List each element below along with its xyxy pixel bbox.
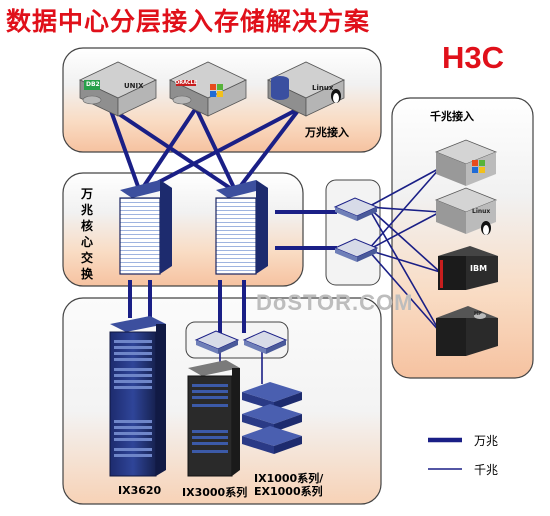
ten-gig-links-storage xyxy=(128,280,246,333)
server-top-3-os: Linux xyxy=(312,84,334,92)
storage-ix3000-label: IX3000系列 xyxy=(182,486,248,499)
zone-gigabit-label: 千兆接入 xyxy=(430,110,474,123)
server-top-2-badge: ORACLE xyxy=(175,80,198,86)
server-right-4-os: HP xyxy=(474,311,482,317)
storage-ix1000 xyxy=(242,382,302,454)
core-switch-2 xyxy=(215,180,268,275)
watermark: DoSTOR.COM xyxy=(256,290,414,315)
server-right-1 xyxy=(434,139,498,186)
storage-ix1000-label: IX1000系列/ EX1000系列 xyxy=(254,472,324,498)
server-top-2 xyxy=(169,61,247,117)
server-top-1 xyxy=(79,61,157,117)
zone-access-switches xyxy=(325,179,381,286)
server-top-3 xyxy=(267,61,345,117)
server-right-3 xyxy=(438,246,498,290)
mid-switch-1 xyxy=(194,330,240,354)
ten-gig-links-top xyxy=(108,106,302,194)
access-switch-2 xyxy=(333,238,379,262)
storage-ix3620 xyxy=(109,316,166,477)
gig-links-right xyxy=(367,167,441,333)
server-top-1-badge: DB2 xyxy=(86,81,100,88)
ten-gig-links-core-switch xyxy=(275,210,337,250)
legend-gig-label: 千兆 xyxy=(474,463,499,477)
zone-top-label: 万兆接入 xyxy=(305,126,349,139)
storage-ix3620-label: IX3620 xyxy=(118,484,162,497)
server-right-4 xyxy=(436,306,498,356)
legend-ten-gig-label: 万兆 xyxy=(474,434,499,448)
storage-ix3000 xyxy=(187,360,240,477)
diagram-title: 数据中心分层接入存储解决方案 xyxy=(6,7,371,36)
server-top-1-os: UNIX xyxy=(124,82,144,90)
access-switch-1 xyxy=(333,197,379,221)
server-right-3-os: IBM xyxy=(470,264,488,273)
brand-logo: H3C xyxy=(442,40,505,75)
zone-core-label: 万兆核心交换 xyxy=(80,187,93,281)
core-switch-1 xyxy=(119,180,172,275)
server-right-2 xyxy=(434,187,498,235)
mid-switch-2 xyxy=(242,330,288,354)
server-right-2-os: Linux xyxy=(472,208,491,215)
